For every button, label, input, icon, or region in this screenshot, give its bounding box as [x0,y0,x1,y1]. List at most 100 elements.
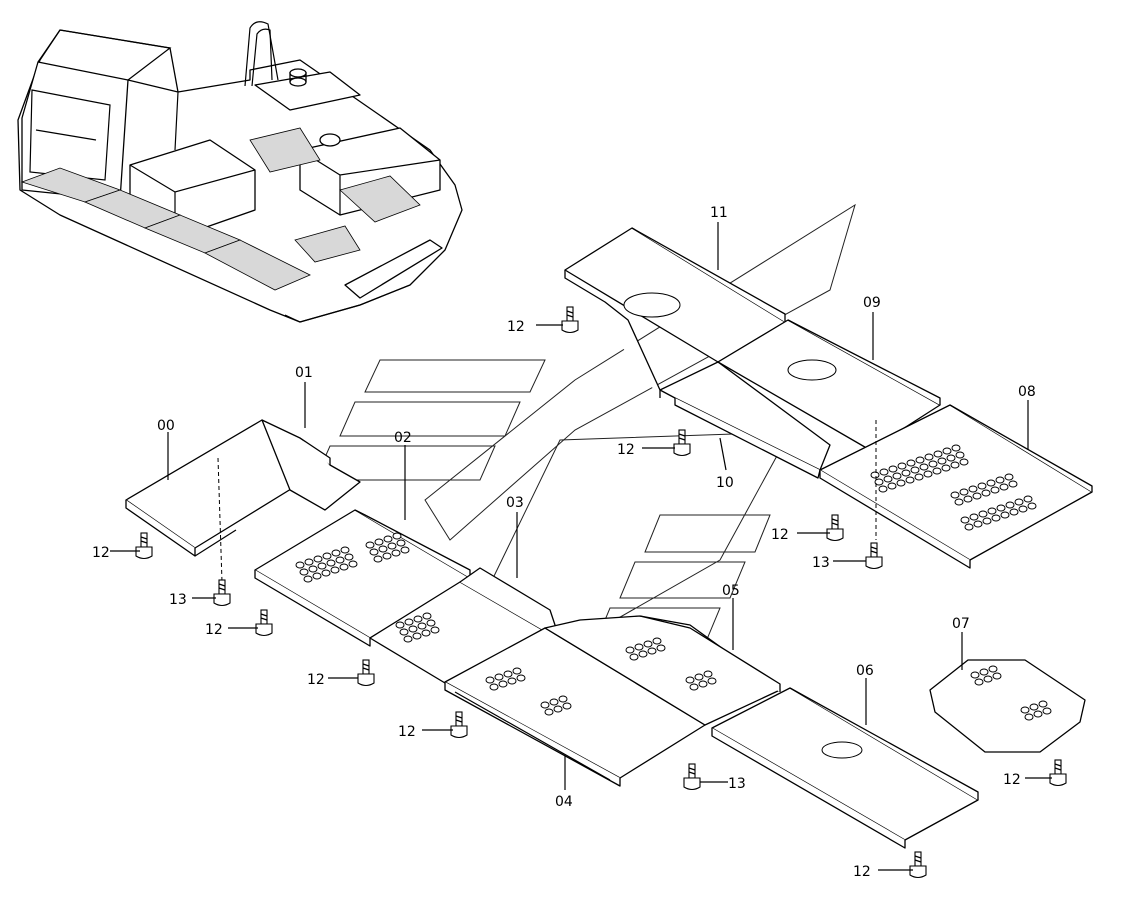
perforation-hole [391,549,401,557]
flange-bolt-icon [1049,759,1067,787]
perforation-hole [331,549,341,557]
perforation-hole [901,469,911,477]
perforation-hole [887,482,897,490]
perforation-hole [339,563,349,571]
excavator-overview [17,21,463,323]
perforation-hole [430,626,440,634]
perforation-hole [990,486,1000,494]
perforation-hole [906,459,916,467]
label-bolt-12-h: 12 [1003,772,1021,788]
label-part-03: 03 [506,495,524,511]
perforation-hole [914,473,924,481]
perforation-hole [870,471,880,479]
perforation-hole [383,535,393,543]
perforation-hole [392,532,402,540]
label-part-08: 08 [1018,384,1036,400]
plate-02 [254,509,471,647]
perforation-hole [707,677,717,685]
perforation-hole [968,485,978,493]
perforation-hole [540,701,550,709]
perforation-hole [326,559,336,567]
perforation-hole [685,676,695,684]
perforation-hole [503,670,513,678]
perforation-hole [395,621,405,629]
perforation-hole [516,674,526,682]
perforation-hole [974,678,984,686]
perforation-hole [959,488,969,496]
perforation-hole [703,670,713,678]
perforation-hole [417,622,427,630]
label-bolt-12-a: 12 [507,319,525,335]
label-bolt-12-e: 12 [205,622,223,638]
plate-01 [261,419,361,511]
perforation-hole [999,483,1009,491]
perforation-hole [322,552,332,560]
flange-bolt-icon [561,306,579,334]
perforation-hole [988,665,998,673]
flange-bolt-icon [826,514,844,542]
flange-bolt-icon [255,609,273,637]
perforation-hole [413,615,423,623]
perforation-hole [494,673,504,681]
perforation-hole [313,555,323,563]
perforation-hole [995,476,1005,484]
perforation-hole [1023,495,1033,503]
label-part-07: 07 [952,616,970,632]
perforation-hole [507,677,517,685]
perforation-hole [983,675,993,683]
perforation-hole [643,640,653,648]
plate-07 [929,659,1086,753]
perforation-hole [950,461,960,469]
perforation-hole [335,556,345,564]
perforation-hole [378,545,388,553]
perforation-hole [373,555,383,563]
perforation-hole [951,444,961,452]
perforation-hole [400,546,410,554]
label-part-01: 01 [295,365,313,381]
perforation-hole [981,489,991,497]
perforation-hole [973,520,983,528]
perforation-hole [1024,713,1034,721]
perforation-hole [897,462,907,470]
perforation-hole [1027,502,1037,510]
perforation-hole [979,668,989,676]
perforation-hole [340,546,350,554]
perforation-hole [647,647,657,655]
label-part-04: 04 [555,794,573,810]
perforation-hole [1042,707,1052,715]
plate-08 [819,404,1093,569]
perforation-hole [1008,480,1018,488]
perforation-hole [634,643,644,651]
perforation-hole [485,676,495,684]
bolt-layer [135,306,1067,879]
perforation-hole [304,558,314,566]
plate-10 [659,361,831,479]
perforation-hole [915,456,925,464]
label-part-02: 02 [394,430,412,446]
perforation-hole [963,495,973,503]
perforation-hole [905,476,915,484]
perforation-hole [923,470,933,478]
perforation-hole [562,702,572,710]
perforation-hole [404,618,414,626]
perforation-hole [399,628,409,636]
perforation-hole [892,472,902,480]
perforation-hole [874,478,884,486]
perforation-hole [992,672,1002,680]
label-part-09: 09 [863,295,881,311]
perforation-hole [982,517,992,525]
perforation-hole [652,637,662,645]
flange-bolt-icon [909,851,927,879]
perforation-hole [970,671,980,679]
perforation-hole [996,504,1006,512]
label-part-00: 00 [157,418,175,434]
perforation-hole [549,698,559,706]
perforation-hole [1018,505,1028,513]
perforation-hole [629,653,639,661]
perforation-hole [941,464,951,472]
perforation-hole [365,541,375,549]
flange-bolt-icon [450,711,468,739]
perforation-hole [312,572,322,580]
perforation-hole [960,516,970,524]
